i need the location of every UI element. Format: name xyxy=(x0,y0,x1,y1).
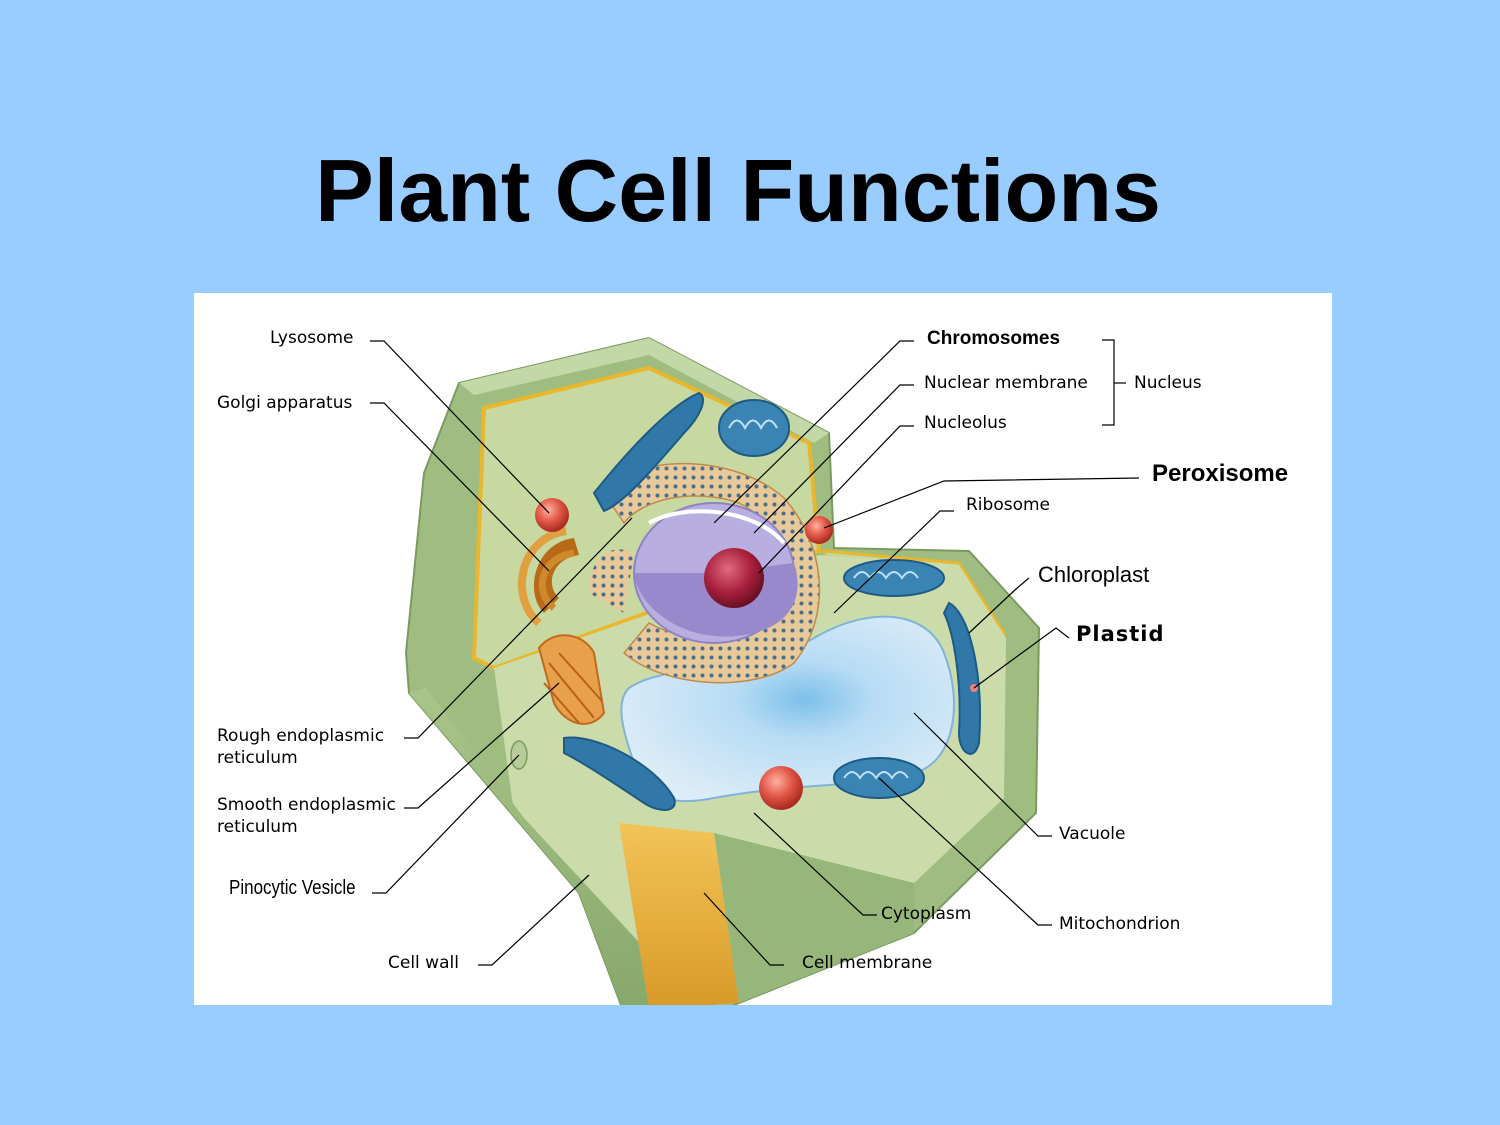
nucleus-shape xyxy=(633,502,798,644)
label-mitochondrion: Mitochondrion xyxy=(1059,914,1181,934)
label-ribosome: Ribosome xyxy=(966,495,1051,515)
chloroplast-shapes xyxy=(563,391,981,811)
label-lysosome: Lysosome xyxy=(270,328,354,348)
vesicle-shape xyxy=(759,766,803,810)
label-nucleolus: Nucleolus xyxy=(924,413,1007,433)
plant-cell-illustration xyxy=(370,336,1140,1005)
label-plastid: Plastid xyxy=(1076,622,1165,646)
label-cell-wall: Cell wall xyxy=(388,953,459,973)
leader-lines xyxy=(370,339,1140,966)
label-smooth-er-line1: Smooth endoplasmic xyxy=(217,795,396,815)
label-chloroplast: Chloroplast xyxy=(1038,562,1150,587)
label-rough-er-line1: Rough endoplasmic xyxy=(217,726,385,746)
label-peroxisome: Peroxisome xyxy=(1152,460,1289,487)
label-pinocytic-vesicle: Pinocytic Vesicle xyxy=(229,877,356,899)
nucleolus-shape xyxy=(704,548,764,608)
plant-cell-diagram: Lysosome Golgi apparatus Rough endoplasm… xyxy=(194,293,1332,1005)
smooth-er-shape xyxy=(537,634,606,725)
label-rough-er-line2: reticulum xyxy=(217,748,298,768)
label-nucleus: Nucleus xyxy=(1134,373,1202,393)
label-smooth-er-line2: reticulum xyxy=(217,817,298,837)
peroxisome-shape xyxy=(805,516,833,544)
label-nuclear-membrane: Nuclear membrane xyxy=(924,373,1088,393)
label-cytoplasm: Cytoplasm xyxy=(881,904,972,924)
label-vacuole: Vacuole xyxy=(1059,824,1126,844)
label-golgi-apparatus: Golgi apparatus xyxy=(217,393,353,413)
slide-title: Plant Cell Functions xyxy=(315,141,1161,240)
label-chromosomes: Chromosomes xyxy=(927,328,1061,349)
label-cell-membrane: Cell membrane xyxy=(802,953,933,973)
